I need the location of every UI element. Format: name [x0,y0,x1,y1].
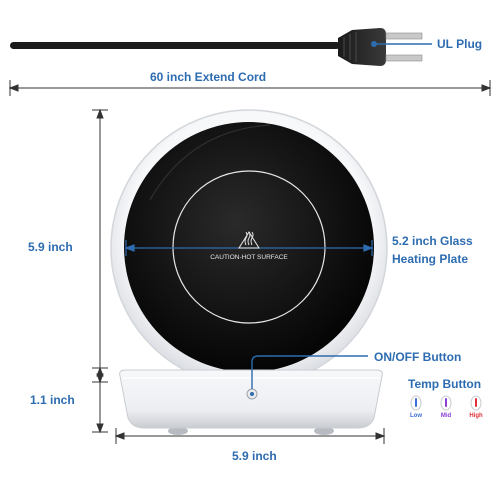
plate-highlight [149,124,271,201]
temp-mid-icon [440,395,452,411]
plate-size-label-line2: Heating Plate [392,252,469,266]
temp-indicators [410,395,482,411]
button-pointer-line [251,355,368,389]
base-width-dimension-line [114,428,386,444]
onoff-button-label: ON/OFF Button [374,350,462,364]
cord-dimension-line [8,80,492,96]
heating-zone-ring [172,170,326,324]
plug-pointer-dot [371,41,377,47]
power-cord [10,42,340,49]
base-width-label: 5.9 inch [232,449,277,463]
temp-high-label: High [469,413,483,419]
caution-text: CAUTION-HOT SURFACE [210,254,288,261]
height-dimension-line [92,108,108,384]
temp-button-label: Temp Button [408,377,482,391]
plug-label: UL Plug [437,37,483,51]
warmer-base-side [119,369,383,435]
height-label: 5.9 inch [28,240,73,254]
temp-high-icon [470,395,482,411]
plug-icon [338,28,423,66]
base-height-label: 1.1 inch [30,393,75,407]
temp-low-label: Low [410,413,422,419]
power-button-icon[interactable] [246,388,258,400]
plate-size-label-line1: 5.2 inch Glass [392,234,473,248]
heat-warning-icon [238,231,260,249]
base-height-dimension-line [92,366,108,434]
temp-mid-label: Mid [440,413,452,419]
glass-heating-plate [124,122,374,372]
cord-length-label: 60 inch Extend Cord [150,70,267,84]
temp-low-icon [410,395,422,411]
